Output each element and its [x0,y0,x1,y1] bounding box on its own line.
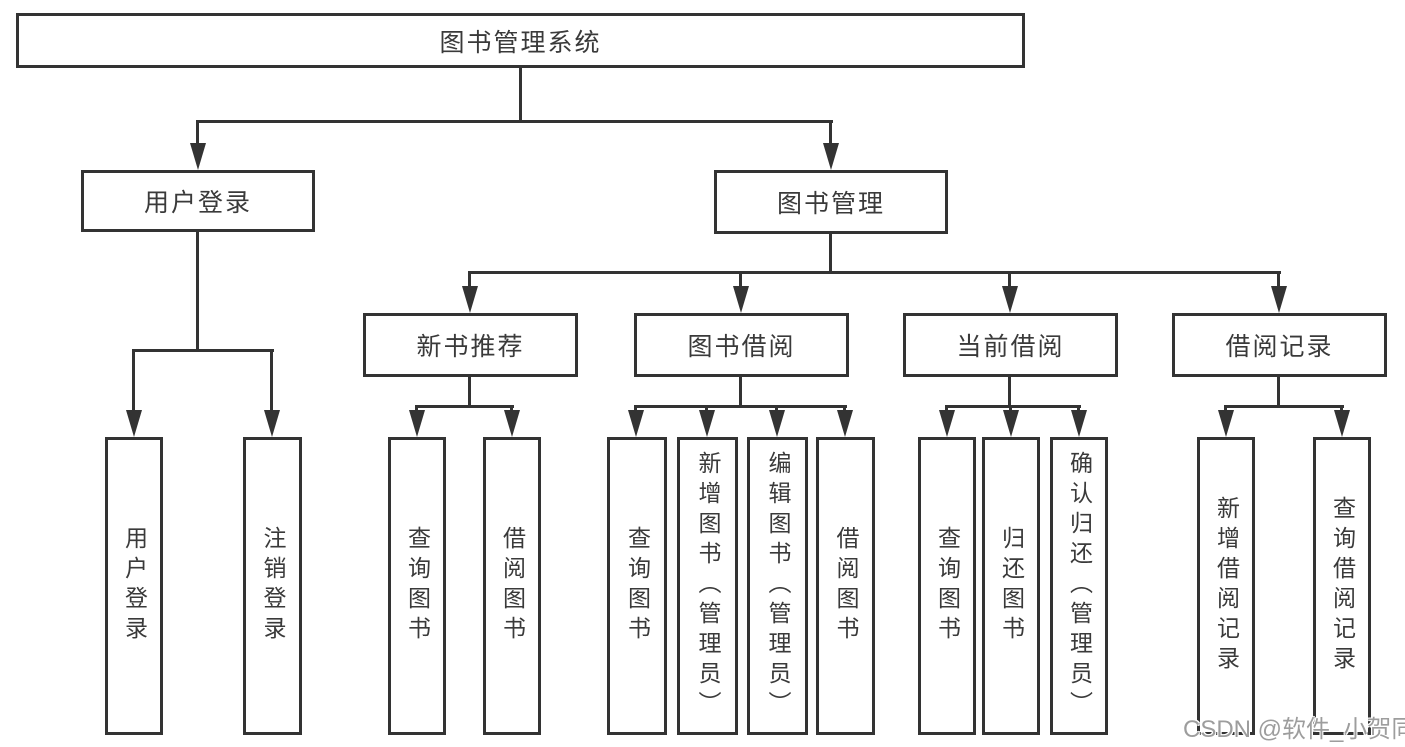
connector-user-login-drop [196,120,199,146]
connector-book-borrow-split-bar [634,405,847,408]
connector-level3-bar [468,271,1281,274]
leaf-return-books: 归还图书 [982,437,1040,735]
node-borrow-records: 借阅记录 [1172,313,1387,377]
arrowhead-leaf-query-books-2 [628,410,644,437]
node-book-management: 图书管理 [714,170,948,234]
connector-leaf-query-record-drop [1340,405,1343,414]
leaf-borrow-books-1: 借阅图书 [483,437,541,735]
arrowhead-leaf-query-record [1334,410,1350,437]
connector-book-borrow-stem [739,377,742,408]
node-user-login: 用户登录 [81,170,315,232]
connector-leaf-add-books-drop [705,405,708,414]
connector-root-stem [519,68,522,121]
leaf-confirm-return-admin-label: 确认归还（管理员） [1066,451,1093,721]
arrowhead-leaf-add-record [1218,410,1234,437]
node-new-book-recommend: 新书推荐 [363,313,578,377]
leaf-query-books-3-label: 查询图书 [934,526,961,646]
connector-leaf-return-books-drop [1009,405,1012,414]
connector-level2-bar [196,120,833,123]
leaf-return-books-label: 归还图书 [998,526,1025,646]
arrowhead-user-login [190,143,206,170]
connector-user-login-stem [196,232,199,350]
arrowhead-leaf-logout [264,410,280,437]
leaf-add-borrow-record: 新增借阅记录 [1197,437,1255,735]
connector-leaf-edit-books-drop [775,405,778,414]
node-borrow-records-label: 借阅记录 [1225,333,1334,361]
leaf-borrow-books-2-label: 借阅图书 [833,526,859,646]
connector-leaf-logout-drop [270,349,273,413]
node-user-login-label: 用户登录 [143,189,252,217]
arrowhead-leaf-confirm-return [1071,410,1087,437]
arrowhead-current-borrow [1002,286,1018,313]
connector-leaf-query-books-3-drop [945,405,948,414]
leaf-logout-label: 注销登录 [260,526,286,646]
connector-book-borrow-drop [739,271,742,289]
connector-leaf-query-books-2-drop [634,405,637,414]
leaf-query-borrow-record-label: 查询借阅记录 [1329,496,1356,676]
arrowhead-leaf-borrow-books-1 [504,410,520,437]
connector-current-borrow-stem [1008,377,1011,408]
connector-leaf-borrow-books-1-drop [510,405,513,414]
leaf-borrow-books-1-label: 借阅图书 [499,526,526,646]
leaf-confirm-return-admin: 确认归还（管理员） [1050,437,1108,735]
leaf-query-books-3: 查询图书 [918,437,976,735]
arrowhead-leaf-add-books [699,410,715,437]
node-new-book-recommend-label: 新书推荐 [416,333,525,361]
arrowhead-leaf-edit-books [769,410,785,437]
leaf-query-books-1: 查询图书 [388,437,446,735]
connector-leaf-add-record-drop [1224,405,1227,414]
node-current-borrow-label: 当前借阅 [956,333,1065,361]
leaf-add-books-admin-label: 新增图书（管理员） [695,451,721,721]
arrowhead-borrow-records [1271,286,1287,313]
leaf-edit-books-admin-label: 编辑图书（管理员） [765,451,791,721]
connector-borrow-records-split-bar [1224,405,1344,408]
csdn-watermark: CSDN @软件_小贺同学 [1183,716,1405,743]
node-current-borrow: 当前借阅 [903,313,1118,377]
leaf-borrow-books-2: 借阅图书 [816,437,875,735]
arrowhead-book-management [823,143,839,170]
connector-leaf-query-books-1-drop [415,405,418,414]
connector-leaf-user-login-drop [132,349,135,413]
node-book-borrow-label: 图书借阅 [687,333,796,361]
leaf-query-books-1-label: 查询图书 [404,526,431,646]
node-root: 图书管理系统 [16,13,1025,68]
arrowhead-leaf-return-books [1003,410,1019,437]
leaf-user-login: 用户登录 [105,437,163,735]
arrowhead-leaf-borrow-books-2 [837,410,853,437]
connector-leaf-confirm-return-drop [1077,405,1080,414]
node-book-management-label: 图书管理 [776,190,885,218]
leaf-query-borrow-record: 查询借阅记录 [1313,437,1371,735]
connector-new-book-split-bar [415,405,514,408]
connector-user-login-split-bar [132,349,274,352]
node-book-borrow: 图书借阅 [634,313,849,377]
node-root-label: 图书管理系统 [439,28,602,57]
connector-borrow-records-stem [1277,377,1280,408]
arrowhead-leaf-query-books-1 [409,410,425,437]
connector-current-borrow-split-bar [945,405,1081,408]
connector-book-management-stem [829,234,832,272]
leaf-edit-books-admin: 编辑图书（管理员） [747,437,808,735]
arrowhead-leaf-user-login [126,410,142,437]
arrowhead-new-book-recommend [462,286,478,313]
leaf-add-borrow-record-label: 新增借阅记录 [1213,496,1240,676]
connector-book-management-drop [829,120,832,146]
connector-new-book-drop [468,271,471,289]
leaf-add-books-admin: 新增图书（管理员） [677,437,738,735]
arrowhead-leaf-query-books-3 [939,410,955,437]
connector-leaf-borrow-books-2-drop [843,405,846,414]
leaf-query-books-2: 查询图书 [607,437,667,735]
connector-borrow-records-drop [1277,271,1280,289]
connector-current-borrow-drop [1008,271,1011,289]
arrowhead-book-borrow [733,286,749,313]
leaf-query-books-2-label: 查询图书 [624,526,651,646]
leaf-logout: 注销登录 [243,437,302,735]
connector-new-book-stem [468,377,471,408]
leaf-user-login-label: 用户登录 [121,526,148,646]
